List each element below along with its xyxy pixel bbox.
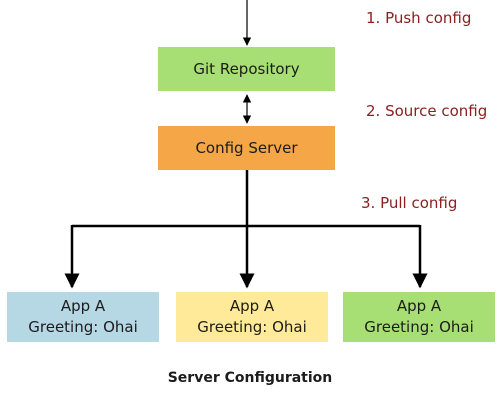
step-source-config-label: 2. Source config (366, 102, 488, 120)
git-repository-label: Git Repository (193, 59, 300, 78)
app-greeting: Greeting: Ohai (364, 318, 474, 336)
config-server-label: Config Server (195, 138, 298, 157)
git-repository-node: Git Repository (158, 47, 335, 91)
step-pull-config-label: 3. Pull config (361, 194, 458, 212)
step-push-config-label: 1. Push config (366, 9, 472, 27)
config-server-node: Config Server (158, 126, 335, 170)
app-name: App A (396, 297, 442, 315)
diagram-caption: Server Configuration (167, 370, 333, 386)
app-name: App A (229, 297, 275, 315)
app-greeting: Greeting: Ohai (197, 318, 307, 336)
app-node-2: App A Greeting: Ohai (176, 292, 328, 342)
app-greeting: Greeting: Ohai (28, 318, 138, 336)
app-node-3: App A Greeting: Ohai (343, 292, 495, 342)
app-node-1: App A Greeting: Ohai (7, 292, 159, 342)
app-name: App A (60, 297, 106, 315)
